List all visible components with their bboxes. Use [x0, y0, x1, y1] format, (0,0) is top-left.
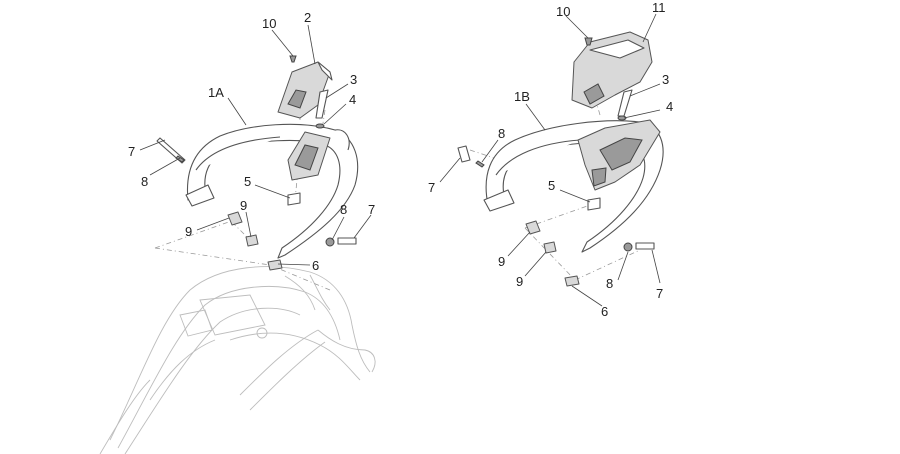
callout-8-left-top: 8: [141, 174, 148, 189]
washer-8-left-top: [175, 155, 185, 163]
callout-7-left-bottom: 7: [368, 202, 375, 217]
callout-7-right-top: 7: [428, 180, 435, 195]
nut-6-left: [267, 259, 283, 271]
callout-9-left-b: 9: [240, 198, 247, 213]
spacer-5-right: [587, 197, 601, 211]
spacer-5-left: [287, 192, 301, 206]
clip-9-left-b: [245, 234, 259, 247]
bolt-3-right: [617, 89, 633, 117]
leader-lines-right: [439, 13, 661, 307]
callout-7-left-top: 7: [128, 144, 135, 159]
luggage-rack-1b: [483, 119, 664, 253]
callout-1b: 1B: [514, 89, 530, 104]
small-parts-left: [156, 55, 357, 271]
callout-10-right: 10: [556, 4, 570, 19]
callout-5-right: 5: [548, 178, 555, 193]
screw-10-left: [289, 55, 297, 63]
washer-4-right: [617, 115, 627, 121]
bolt-7-right-bottom: [635, 242, 655, 250]
nut-6-right: [564, 275, 580, 287]
callout-3-right: 3: [662, 72, 669, 87]
callout-1a: 1A: [208, 85, 224, 100]
callout-7-right-bottom: 7: [656, 286, 663, 301]
callout-2: 2: [304, 10, 311, 25]
bolt-7-left-bottom: [337, 237, 357, 245]
callout-11: 11: [652, 0, 666, 15]
motorcycle-rear-body: [99, 266, 376, 454]
small-parts-right: [457, 37, 655, 287]
top-case-11: [571, 31, 653, 109]
bolt-3-left: [315, 89, 329, 119]
callout-4-right: 4: [666, 99, 673, 114]
clip-9-right-a: [525, 220, 541, 235]
clip-9-left-a: [227, 211, 243, 226]
luggage-rack-1a: [185, 123, 359, 259]
callout-3-left: 3: [350, 72, 357, 87]
washer-8-right-top: [475, 160, 485, 168]
callout-9-right-b: 9: [516, 274, 523, 289]
callout-6-left: 6: [312, 258, 319, 273]
callout-9-left-a: 9: [185, 224, 192, 239]
washer-8-right-bottom: [623, 242, 633, 252]
callout-labels-right: 10 11 3 4 1B 8 7 5 9 9 8 7 6: [428, 0, 673, 319]
callout-8-left-bottom: 8: [340, 202, 347, 217]
bolt-7-right-top: [457, 145, 471, 163]
callout-10-left: 10: [262, 16, 276, 31]
callout-8-right-top: 8: [498, 126, 505, 141]
callout-5-left: 5: [244, 174, 251, 189]
callout-4-left: 4: [349, 92, 356, 107]
callout-9-right-a: 9: [498, 254, 505, 269]
callout-6-right: 6: [601, 304, 608, 319]
washer-4-left: [315, 123, 325, 129]
callout-labels-left: 10 2 3 4 1A 7 8 5 9 9 8 7 6: [128, 10, 375, 273]
callout-8-right-bottom: 8: [606, 276, 613, 291]
cover-part-2: [277, 61, 333, 119]
screw-10-right: [584, 37, 593, 46]
clip-9-right-b: [543, 241, 557, 254]
leader-lines-left: [139, 24, 372, 266]
